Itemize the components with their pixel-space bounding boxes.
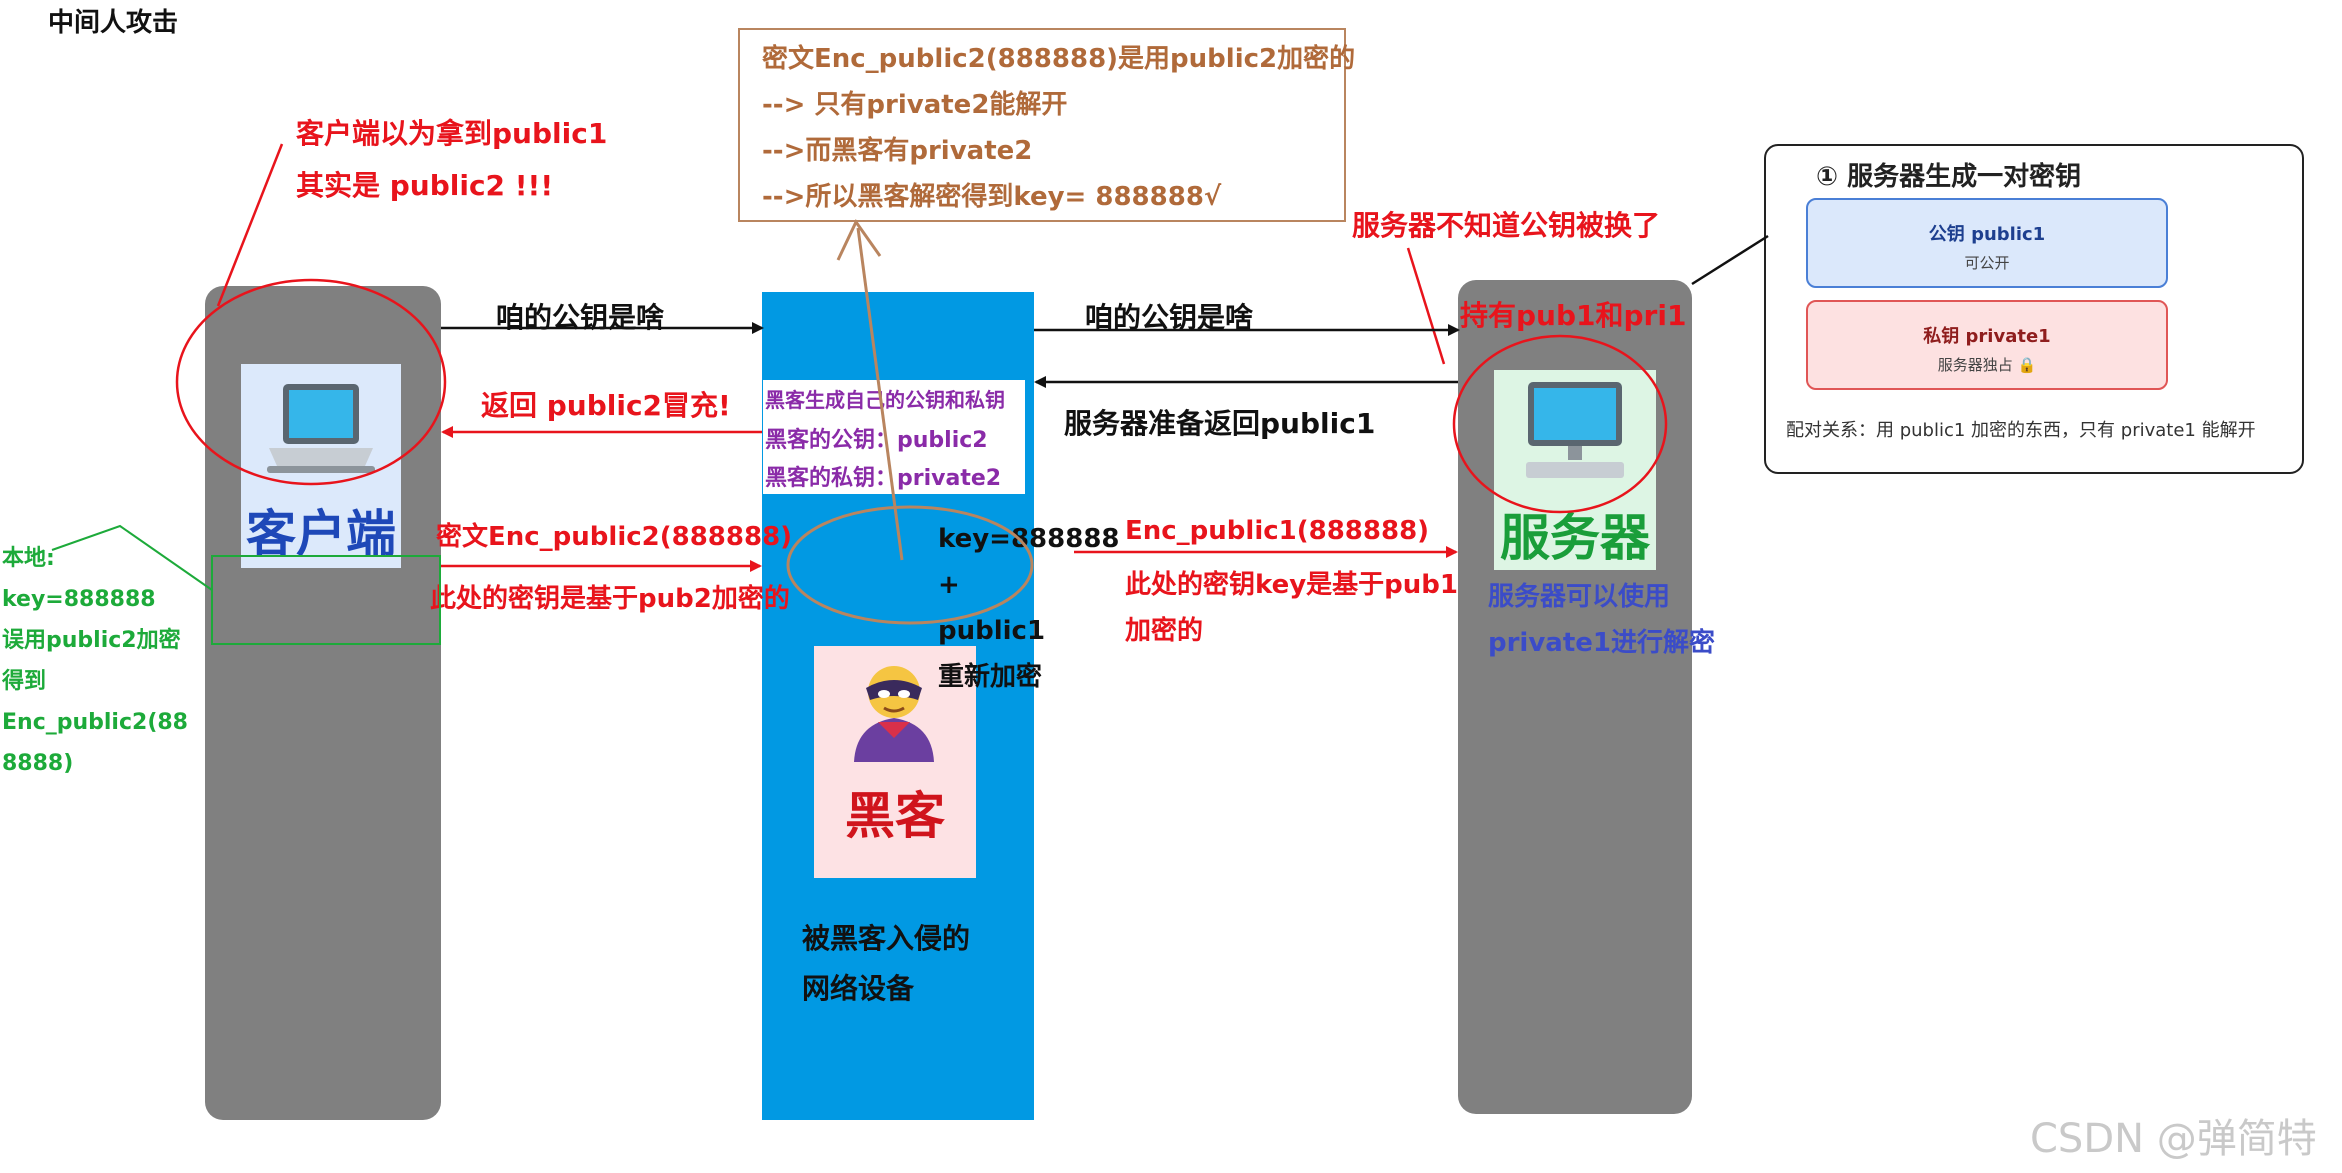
cipher-right-note: 此处的密钥key是基于pub1 (1125, 570, 1458, 600)
hacker-keys-line: 黑客生成自己的公钥和私钥 (765, 388, 1005, 412)
private-key-title: 私钥 private1 (1923, 326, 2051, 347)
hacker-label: 黑客 (845, 787, 945, 845)
decrypt-reasoning-box: 密文Enc_public2(888888)是用public2加密的 --> 只有… (738, 28, 1355, 222)
server-highlight-ellipse (1452, 334, 1668, 514)
client-belief-text: 客户端以为拿到public1 (296, 117, 608, 150)
server-card: 服务器 (1494, 370, 1656, 570)
client-local-note: 本地: key=888888 误用public2加密 得到 Enc_public… (2, 538, 188, 784)
reencrypt-line: public1 (938, 616, 1046, 646)
cipher-left: 密文Enc_public2(888888) (436, 522, 793, 552)
public-key-card: 公钥 public1 可公开 (1806, 198, 2168, 288)
client-callout-line (216, 143, 284, 307)
hacker-keys-line: 黑客的私钥：private2 (765, 466, 1002, 491)
client-highlight-ellipse (175, 278, 447, 486)
keygen-connector (1691, 234, 1769, 286)
hacker-desc-line: 被黑客入侵的 (802, 922, 971, 955)
server-holds-keys: 持有pub1和pri1 (1460, 299, 1687, 332)
local-note-line: 8888) (2, 751, 74, 776)
local-note-line: Enc_public2(88 (2, 710, 188, 735)
local-note-callout (51, 524, 213, 591)
public-key-title: 公钥 public1 (1928, 224, 2046, 245)
decrypt-line: -->而黑客有private2 (762, 136, 1033, 166)
hacker-avatar-icon (844, 654, 944, 764)
server-unaware-text: 服务器不知道公钥被换了 (1352, 209, 1661, 242)
watermark: CSDN @弹简特 (2030, 1116, 2317, 1162)
private-key-card: 私钥 private1 服务器独占 🔒 (1806, 300, 2168, 390)
keygen-title: ① 服务器生成一对密钥 (1816, 162, 2082, 192)
server-decrypt-note: 服务器可以使用 private1进行解密 (1488, 574, 1715, 666)
server-decrypt-line: 服务器可以使用 (1488, 582, 1671, 612)
hacker-key-ellipse (786, 505, 1034, 625)
public-key-sub: 可公开 (1964, 254, 2010, 272)
hacker-card: 黑客 (814, 646, 976, 878)
decrypt-arrow (856, 227, 904, 561)
local-note-line: 得到 (2, 669, 47, 694)
reencrypt-line: + (938, 570, 960, 600)
client-local-box (211, 555, 441, 645)
server-return-text: 服务器准备返回public1 (1064, 407, 1376, 440)
local-note-line: 误用public2加密 (2, 628, 181, 653)
reencrypt-line: 重新加密 (938, 662, 1043, 692)
hacker-description: 被黑客入侵的 网络设备 (802, 914, 970, 1014)
key-relation-text: 配对关系：用 public1 加密的东西，只有 private1 能解开 (1786, 420, 2256, 441)
keygen-panel: ① 服务器生成一对密钥 公钥 public1 可公开 私钥 private1 服… (1764, 144, 2304, 474)
hacker-keys-box: 黑客生成自己的公钥和私钥 黑客的公钥：public2 黑客的私钥：private… (763, 380, 1025, 494)
client-card: 客户端 (241, 364, 401, 568)
client-label: 客户端 (246, 505, 396, 563)
return-fake-key: 返回 public2冒充! (481, 389, 731, 422)
diagram-title: 中间人攻击 (48, 8, 179, 38)
cipher-left-note: 此处的密钥是基于pub2加密的 (430, 584, 790, 614)
server-label: 服务器 (1500, 509, 1650, 567)
server-decrypt-line: private1进行解密 (1488, 628, 1715, 658)
private-key-sub: 服务器独占 🔒 (1937, 356, 2037, 374)
cipher-right: Enc_public1(888888) (1125, 516, 1430, 546)
local-note-line: 本地: (2, 546, 55, 571)
ask-public-key-right: 咱的公钥是啥 (1085, 301, 1254, 334)
local-note-line: key=888888 (2, 587, 156, 612)
decrypt-arrow-head (836, 219, 882, 261)
decrypt-line: --> 只有private2能解开 (762, 90, 1068, 120)
hacker-keys-line: 黑客的公钥：public2 (765, 428, 988, 453)
desktop-icon (1518, 376, 1632, 486)
client-belief-text: 其实是 public2 !!! (296, 169, 554, 202)
hacker-desc-line: 网络设备 (802, 972, 915, 1005)
decrypt-line: -->所以黑客解密得到key= 888888√ (762, 182, 1222, 212)
server-callout-line (1406, 247, 1446, 365)
decrypt-line: 密文Enc_public2(888888)是用public2加密的 (762, 44, 1356, 74)
cipher-right-note: 加密的 (1125, 616, 1204, 646)
laptop-icon (261, 374, 381, 484)
